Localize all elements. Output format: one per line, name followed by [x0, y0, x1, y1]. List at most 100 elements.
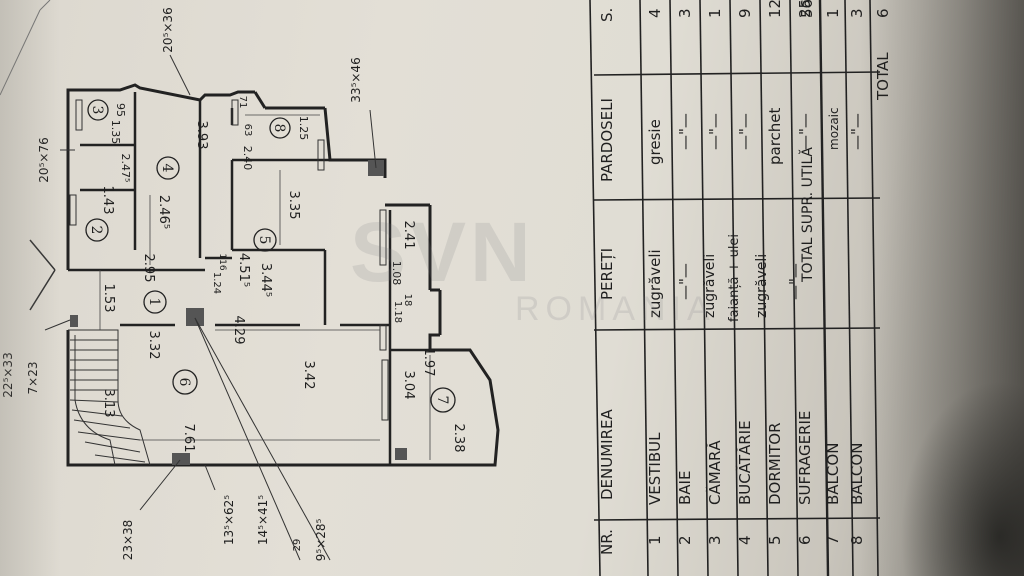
entry-arrow-line — [29, 239, 56, 271]
row-2-area: 3 — [676, 8, 694, 18]
row-6-walls: —"— — [786, 263, 804, 300]
dim-label: 3.93 — [194, 121, 209, 150]
row-5-floors: parchet — [766, 107, 784, 165]
dim-label: 1.43 — [100, 186, 115, 215]
entry-arrow-line — [29, 269, 56, 311]
dim-label: 18 — [402, 294, 413, 307]
row-8-area: 3 — [848, 8, 866, 18]
dim-label: 63 — [242, 124, 253, 137]
header-pardoseli: PARDOSELI — [598, 98, 616, 182]
dim-label: 3.04 — [401, 371, 416, 400]
room-number-labels: 3 2 4 8 5 1 6 7 — [88, 106, 450, 405]
annotation-22-33: 22⁵×33 — [1, 352, 15, 397]
table-header: NR. DENUMIREA PEREȚI PARDOSELI S. — [598, 8, 616, 555]
dim-label: 7.61 — [181, 424, 196, 453]
row-1-nr: 1 — [646, 535, 664, 545]
row-5-area: 12 — [766, 0, 784, 18]
element-size-annotations: 20⁵×36 33⁵×46 20⁵×76 22⁵×33 7×23 23×38 1… — [1, 7, 363, 561]
dim-label: 1.24 — [211, 272, 222, 294]
row-1-area: 4 — [646, 8, 664, 18]
dim-label: 1.25 — [297, 116, 310, 141]
dim-label: 3.35 — [286, 191, 301, 220]
room-8-label: 8 — [271, 124, 287, 133]
row-2-floors: —"— — [676, 113, 694, 150]
room-number-circles — [85, 99, 456, 413]
room-1-label: 1 — [146, 298, 162, 307]
row-1-floors: gresie — [646, 119, 664, 165]
dim-label: 71 — [237, 96, 248, 109]
annotation-20-76: 20⁵×76 — [37, 137, 51, 182]
header-pereti: PEREȚI — [598, 248, 616, 300]
dim-label: 1.08 — [390, 261, 403, 286]
row-8-name: BALCON — [848, 443, 866, 505]
row-5-name: DORMITOR — [766, 422, 784, 505]
room-4-label: 4 — [159, 164, 175, 173]
row-4-nr: 4 — [736, 535, 754, 545]
dimension-lines — [99, 114, 431, 460]
row-7-floors: mozaic — [827, 107, 841, 150]
row-6-nr: 6 — [796, 535, 814, 545]
row-3-area: 1 — [706, 8, 724, 18]
row-6-area: 25 — [796, 0, 814, 18]
row-4-floors: —"— — [736, 113, 754, 150]
leader-lines — [44, 54, 377, 561]
row-4-walls: faianță + ulei — [727, 234, 742, 322]
annotation-13-62: 13⁵×62⁵ — [222, 495, 236, 545]
row-2-name: BAIE — [676, 471, 694, 505]
row-2-walls: —"— — [676, 263, 694, 300]
row-5-nr: 5 — [766, 535, 784, 545]
dim-label: 2.38 — [451, 424, 466, 453]
row-5-walls: zugrăveli — [754, 254, 770, 318]
row-7-name: BALCON — [824, 443, 842, 505]
row-6-floors: —"— — [796, 113, 814, 150]
paper-fold-line — [0, 9, 41, 96]
dim-label: 4.29 — [231, 316, 246, 345]
dim-label: 2.41 — [401, 221, 416, 250]
row-6-name: SUFRAGERIE — [796, 411, 814, 505]
row-3-walls: zugrăveli — [702, 254, 718, 318]
paper-fold-line — [39, 0, 51, 11]
header-nr: NR. — [598, 529, 616, 555]
annotation-7-23: 7×23 — [26, 362, 40, 395]
dim-label: 2.95 — [141, 254, 156, 283]
staircase — [68, 329, 151, 466]
dim-label: 1.35 — [109, 120, 122, 145]
chimney-blocks — [70, 160, 407, 465]
table-rows: 1 VESTIBUL zugrăveli gresie 4 2 BAIE —"—… — [646, 0, 892, 545]
annotation-14-41: 14⁵×41⁵ — [256, 495, 270, 545]
dim-label: 1.18 — [392, 301, 403, 323]
row-4-area: 9 — [736, 8, 754, 18]
row-3-nr: 3 — [706, 535, 724, 545]
dim-label: 1.53 — [101, 284, 116, 313]
header-denumirea: DENUMIREA — [598, 409, 616, 500]
total-label: TOTAL — [874, 52, 892, 101]
room-5-label: 5 — [256, 236, 272, 245]
annotation-29: 29 — [292, 539, 303, 552]
room-2-label: 2 — [88, 226, 104, 235]
total-value: 6 — [874, 8, 892, 18]
row-8-nr: 8 — [848, 535, 866, 545]
annotation-9-28: 9⁵×28⁵ — [314, 519, 328, 562]
total-usable-area-label: TOTAL SUPR. UTILĂ — [798, 147, 816, 283]
row-4-name: BUCĂTĂRIE — [735, 420, 754, 505]
total-usable-area-value: 56 — [798, 0, 816, 18]
annotation-20-36: 20⁵×36 — [161, 7, 175, 52]
row-1-walls: zugrăveli — [646, 249, 664, 318]
dimension-labels: 1.53 2.95 1.43 2.47⁵ 1.35 95 3.93 2.46⁵ … — [100, 96, 466, 453]
annotation-33-46: 33⁵×46 — [349, 57, 363, 102]
dim-label: 2.46⁵ — [156, 195, 171, 229]
outer-walls — [66, 83, 500, 467]
dim-label: 3.42 — [301, 361, 316, 390]
room-table-grid — [589, 0, 881, 576]
windows — [69, 99, 389, 421]
dim-label: 2.47⁵ — [119, 154, 132, 183]
dim-label: 1.97 — [421, 348, 436, 377]
room-6-label: 6 — [176, 378, 192, 387]
row-3-name: CĂMARĂ — [705, 440, 724, 505]
dim-label: 95 — [114, 103, 127, 117]
header-suprafata: S. — [598, 8, 616, 22]
dim-label: 3.32 — [146, 331, 161, 360]
row-3-floors: —"— — [706, 113, 724, 150]
